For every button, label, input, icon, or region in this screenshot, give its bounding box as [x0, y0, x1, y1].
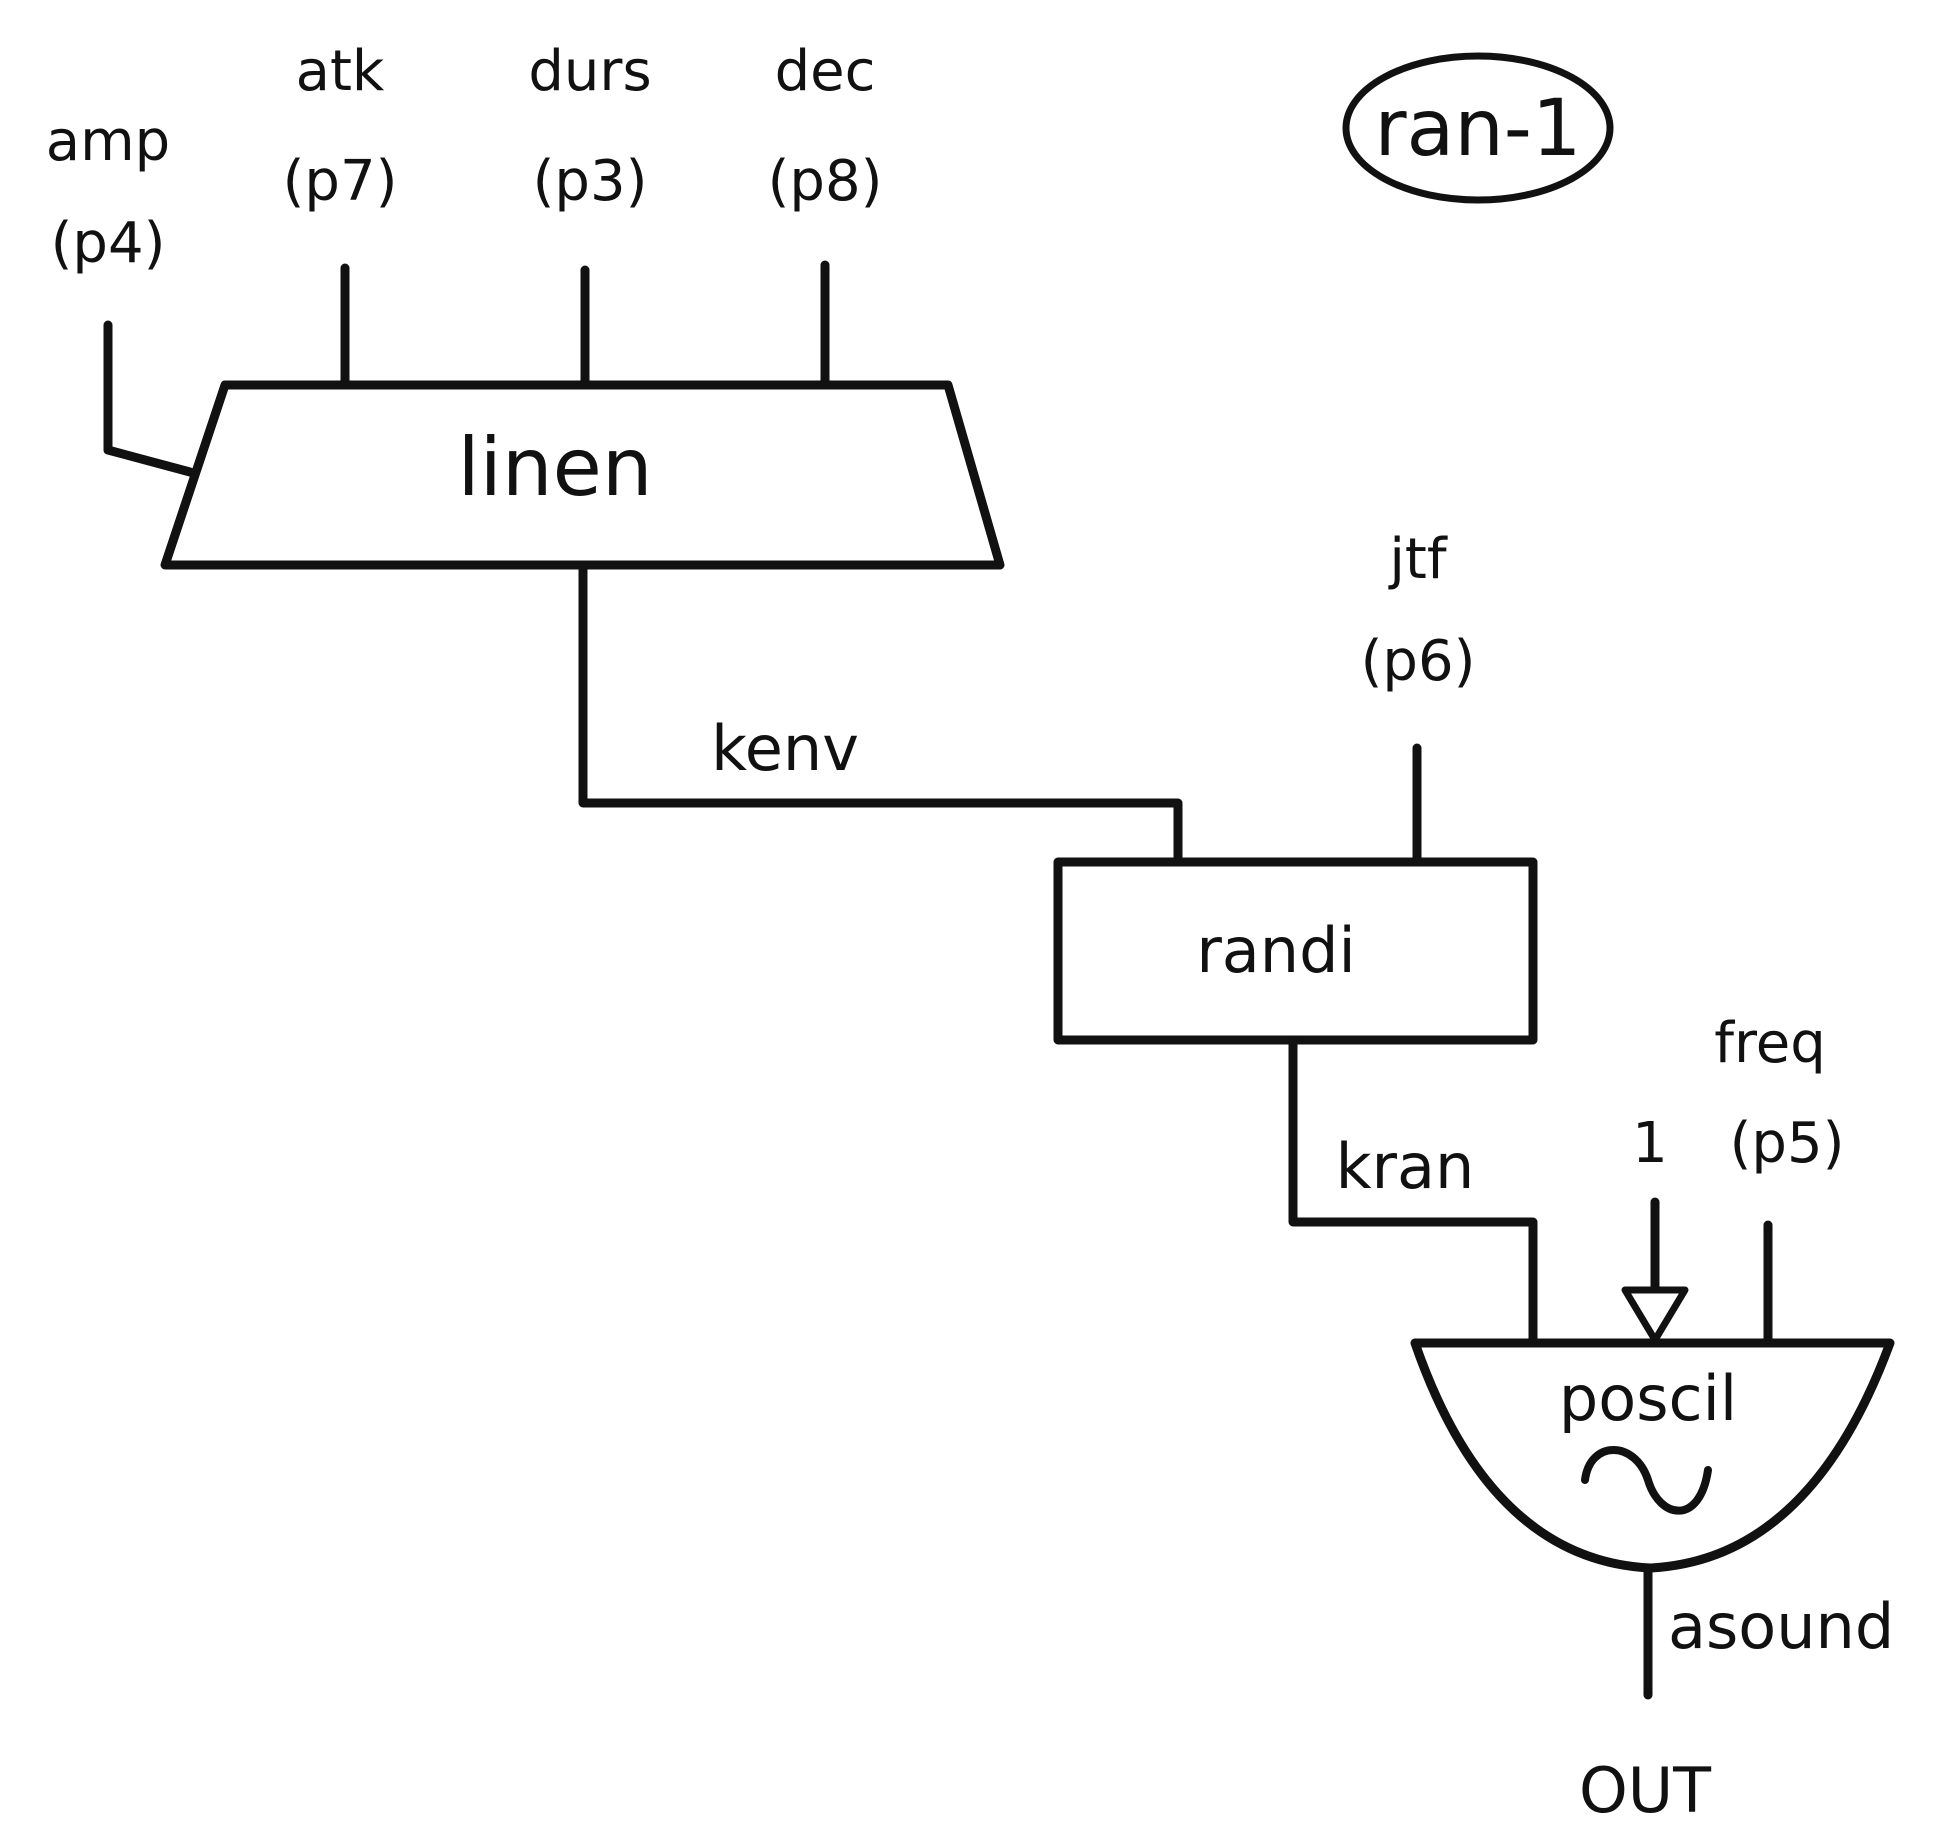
randi-label: randi [1196, 914, 1355, 987]
signal-asound-label: asound [1668, 1590, 1894, 1663]
title-oval [1342, 52, 1614, 204]
input-freq: freq (p5) [1714, 1011, 1844, 1176]
poscil-block: poscil [1410, 1338, 1895, 1573]
wire-kenv [578, 560, 1183, 865]
linen-label: linen [457, 421, 652, 514]
input-jtf-name: jtf [1387, 527, 1448, 592]
input-freq-name: freq [1714, 1011, 1826, 1076]
linen-block: linen [160, 380, 1005, 570]
input-durs-param: (p3) [533, 149, 648, 214]
poscil-label: poscil [1559, 1362, 1737, 1435]
input-jtf-param: (p6) [1361, 629, 1476, 694]
randi-block: randi [1053, 857, 1538, 1045]
input-amp-name: amp [46, 109, 170, 174]
input-dec-param: (p8) [768, 149, 883, 214]
input-atk-param: (p7) [283, 149, 398, 214]
input-atk-name: atk [296, 39, 385, 104]
signal-kran-label: kran [1336, 1130, 1475, 1203]
input-durs: durs (p3) [528, 39, 651, 214]
input-dec: dec (p8) [768, 39, 883, 214]
output-label: OUT [1579, 1754, 1712, 1827]
title-label: ran-1 [1374, 84, 1581, 174]
input-freq-param: (p5) [1730, 1111, 1845, 1176]
wire-kran [1288, 1035, 1538, 1345]
input-amp: amp (p4) [46, 109, 170, 276]
title-badge: ran-1 [1342, 52, 1614, 204]
signal-kenv-label: kenv [711, 712, 859, 785]
input-table-number: 1 [1632, 1111, 1668, 1176]
input-atk: atk (p7) [283, 39, 398, 214]
input-durs-name: durs [528, 39, 651, 104]
input-amp-param: (p4) [51, 211, 166, 276]
sine-wave-icon [1581, 1446, 1712, 1515]
input-jtf: jtf (p6) [1361, 527, 1476, 694]
wire-amp [103, 320, 195, 477]
input-dec-name: dec [775, 39, 876, 104]
randi-shape [1053, 857, 1538, 1045]
table-arrow-head [1621, 1286, 1689, 1344]
linen-shape [160, 380, 1005, 570]
table-arrow [1621, 1197, 1689, 1344]
